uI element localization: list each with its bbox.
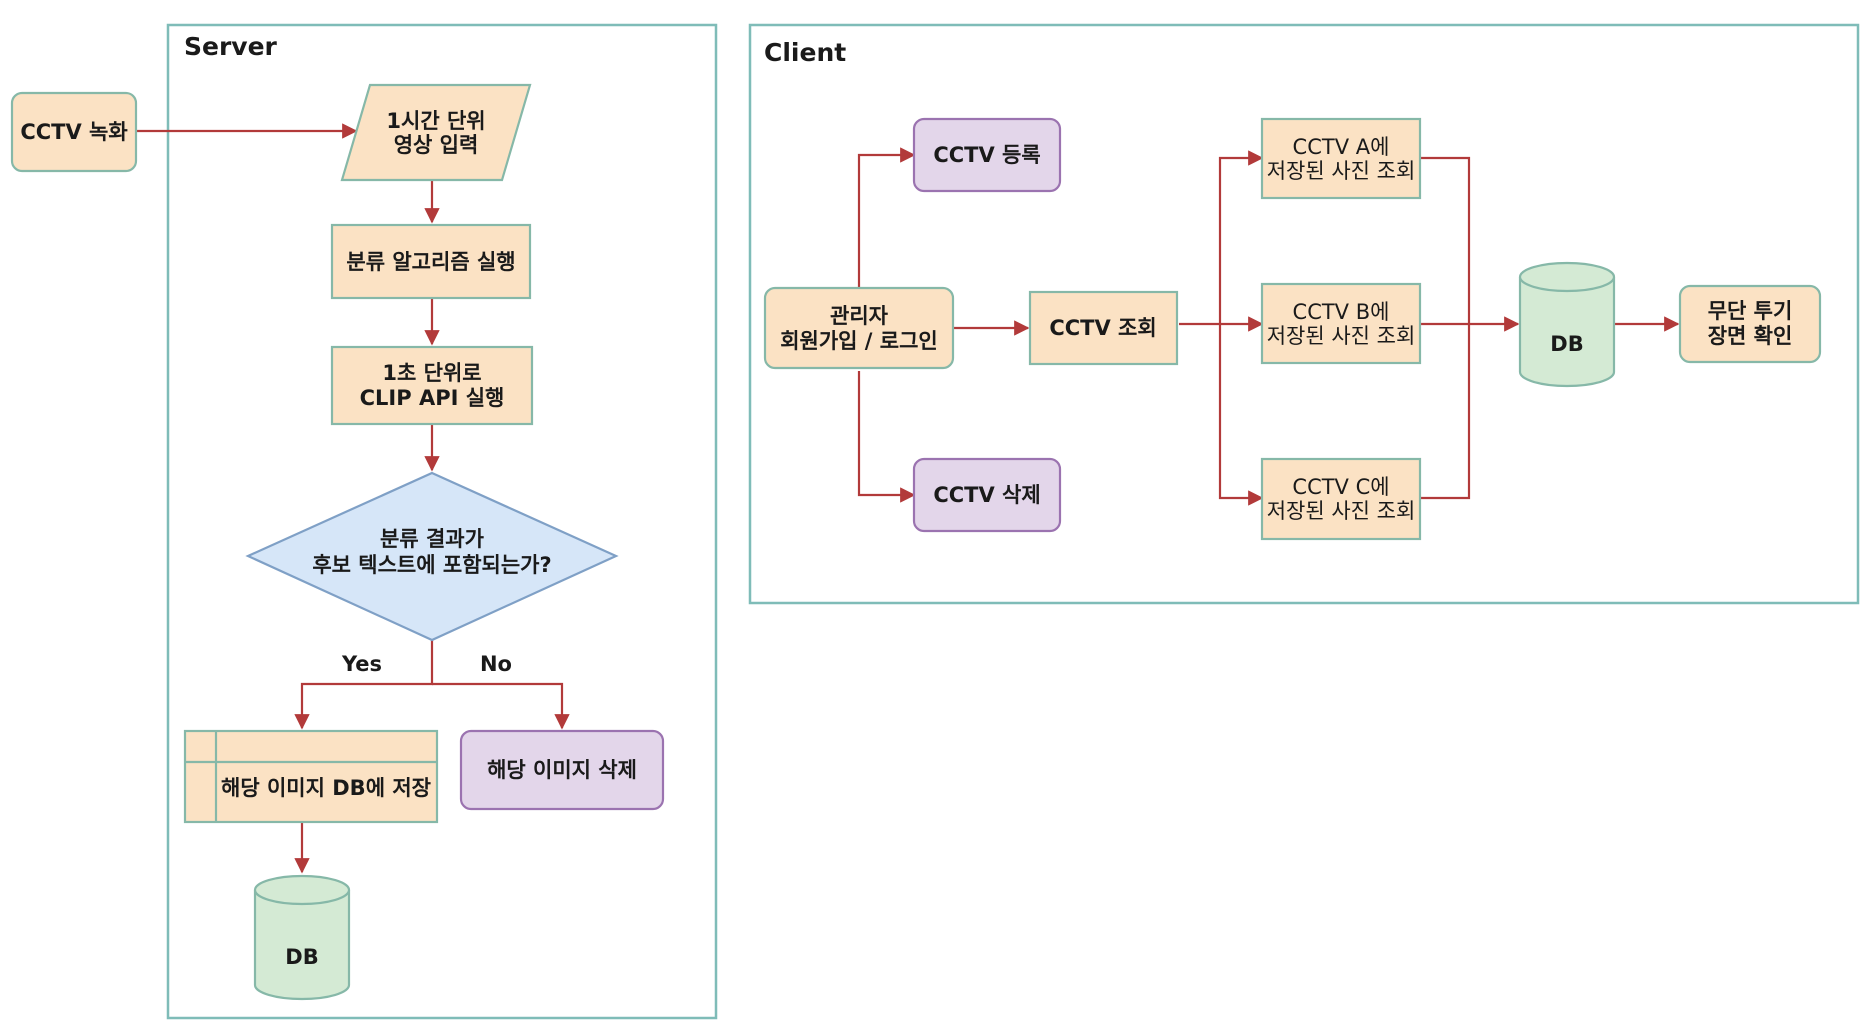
client-panel xyxy=(748,23,1860,605)
classify-algorithm-node: 분류 알고리즘 실행 xyxy=(330,223,532,300)
edge-admin-to-remove xyxy=(857,371,916,503)
admin-login-line-2: 회원가입 / 로그인 xyxy=(780,329,938,353)
edge-photos-merge xyxy=(1420,156,1471,500)
video-input-line-1: 1시간 단위 xyxy=(386,109,485,133)
client-db-label: DB xyxy=(1550,332,1583,356)
server-db-node: DB xyxy=(253,874,351,1001)
decision-node: 분류 결과가 후보 텍스트에 포함되는가? xyxy=(245,471,619,642)
no-label: No xyxy=(480,652,512,676)
decision-line-1: 분류 결과가 xyxy=(380,527,485,551)
edge-decision-yes xyxy=(294,640,434,730)
cctv-query-label: CCTV 조회 xyxy=(1049,316,1156,340)
photo-b-node: CCTV B에 저장된 사진 조회 xyxy=(1260,282,1422,365)
admin-login-line-1: 관리자 xyxy=(830,304,889,328)
delete-image-node: 해당 이미지 삭제 xyxy=(459,729,665,811)
dumping-check-line-1: 무단 투기 xyxy=(1708,299,1793,323)
yes-label: Yes xyxy=(341,652,382,676)
photo-a-node: CCTV A에 저장된 사진 조회 xyxy=(1260,117,1422,200)
clip-api-line-1: 1초 단위로 xyxy=(382,361,481,385)
decision-line-2: 후보 텍스트에 포함되는가? xyxy=(312,553,551,577)
delete-image-label: 해당 이미지 삭제 xyxy=(487,758,637,782)
photo-b-line-1: CCTV B에 xyxy=(1293,300,1390,324)
photo-c-node: CCTV C에 저장된 사진 조회 xyxy=(1260,457,1422,541)
cctv-record-node: CCTV 녹화 xyxy=(10,91,138,173)
edge-admin-to-register xyxy=(857,147,916,288)
photo-a-line-1: CCTV A에 xyxy=(1293,135,1390,159)
server-panel-title: Server xyxy=(184,32,278,61)
classify-algorithm-label: 분류 알고리즘 실행 xyxy=(346,250,515,274)
edge-query-to-c xyxy=(1218,324,1264,506)
cctv-register-label: CCTV 등록 xyxy=(933,143,1040,167)
edge-query-to-a xyxy=(1218,150,1264,324)
client-db-node: DB xyxy=(1518,261,1616,388)
photo-a-line-2: 저장된 사진 조회 xyxy=(1267,159,1416,183)
client-panel-title: Client xyxy=(764,38,846,67)
video-input-node: 1시간 단위 영상 입력 xyxy=(340,83,532,182)
dumping-check-line-2: 장면 확인 xyxy=(1708,324,1793,348)
dumping-check-node: 무단 투기 장면 확인 xyxy=(1678,284,1822,364)
photo-c-line-2: 저장된 사진 조회 xyxy=(1267,499,1416,523)
photo-b-line-2: 저장된 사진 조회 xyxy=(1267,324,1416,348)
cctv-remove-label: CCTV 삭제 xyxy=(933,483,1040,507)
cctv-record-label: CCTV 녹화 xyxy=(20,120,128,144)
server-db-label: DB xyxy=(285,945,318,969)
clip-api-node: 1초 단위로 CLIP API 실행 xyxy=(330,345,534,426)
cctv-query-node: CCTV 조회 xyxy=(1028,290,1179,366)
video-input-line-2: 영상 입력 xyxy=(394,133,479,157)
save-to-db-label: 해당 이미지 DB에 저장 xyxy=(221,776,431,800)
save-to-db-node: 해당 이미지 DB에 저장 xyxy=(183,729,439,824)
clip-api-line-2: CLIP API 실행 xyxy=(360,386,505,410)
cctv-remove-node: CCTV 삭제 xyxy=(912,457,1062,533)
photo-c-line-1: CCTV C에 xyxy=(1292,475,1389,499)
admin-login-node: 관리자 회원가입 / 로그인 xyxy=(763,286,955,370)
server-panel xyxy=(166,23,718,1020)
edge-decision-no xyxy=(432,682,570,730)
cctv-register-node: CCTV 등록 xyxy=(912,117,1062,193)
